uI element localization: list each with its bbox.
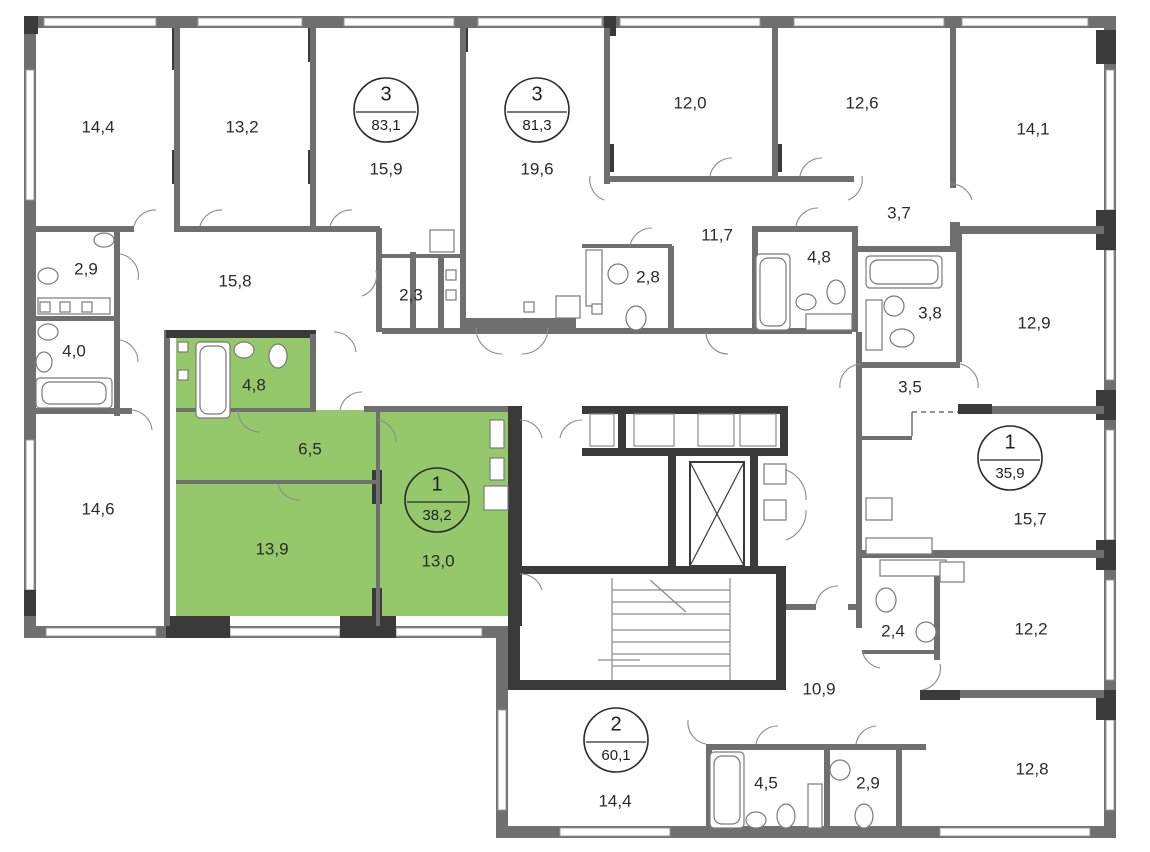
room-area: 3,7 <box>887 203 911 222</box>
room-area: 15,9 <box>369 159 402 178</box>
room-area: 4,8 <box>807 247 831 266</box>
room-area: 2,4 <box>881 621 905 640</box>
apartment-badge[interactable]: 1 38,2 <box>404 467 470 533</box>
room-area: 4,0 <box>62 341 86 360</box>
room-area: 4,8 <box>242 375 266 394</box>
room-area: 12,6 <box>845 93 878 112</box>
apartment-area: 81,3 <box>522 117 551 134</box>
room-area: 3,5 <box>898 377 922 396</box>
apartment-rooms: 3 <box>380 83 391 105</box>
apartment-area: 35,9 <box>995 465 1024 482</box>
apartment-rooms: 3 <box>531 83 542 105</box>
sanitary-fixtures <box>35 229 965 829</box>
room-area: 2,3 <box>399 285 423 304</box>
room-area: 6,5 <box>298 439 322 458</box>
room-area: 12,9 <box>1017 313 1050 332</box>
room-area: 13,9 <box>255 539 288 558</box>
room-area: 15,7 <box>1013 509 1046 528</box>
apartment-area: 38,2 <box>422 507 451 524</box>
apartment-rooms: 1 <box>1004 431 1015 453</box>
room-area: 14,4 <box>81 117 114 136</box>
apartment-area: 60,1 <box>601 747 630 764</box>
apartment-badge[interactable]: 3 83,1 <box>353 77 419 143</box>
apartment-area: 83,1 <box>371 117 400 134</box>
room-area: 13,0 <box>421 551 454 570</box>
room-area: 2,9 <box>74 259 98 278</box>
room-labels: 14,4 13,2 15,9 19,6 12,0 12,6 14,1 2,9 1… <box>62 93 1050 810</box>
door-swings <box>119 157 979 745</box>
room-area: 19,6 <box>520 159 553 178</box>
room-area: 12,8 <box>1015 759 1048 778</box>
room-area: 12,0 <box>673 93 706 112</box>
room-area: 12,2 <box>1014 619 1047 638</box>
room-area: 15,8 <box>218 271 251 290</box>
room-area: 3,8 <box>918 303 942 322</box>
interior-walls <box>36 28 1104 838</box>
highlighted-apartment[interactable] <box>176 336 510 616</box>
apartment-rooms: 2 <box>610 713 621 735</box>
room-area: 11,7 <box>701 225 733 244</box>
staircase <box>598 578 731 680</box>
room-area: 2,9 <box>856 773 880 792</box>
apartment-badge[interactable]: 2 60,1 <box>583 707 649 773</box>
elevator-shaft <box>589 413 777 567</box>
apartment-rooms: 1 <box>431 473 442 495</box>
room-area: 14,4 <box>598 791 631 810</box>
room-area: 13,2 <box>225 117 258 136</box>
apartment-badge[interactable]: 3 81,3 <box>504 77 570 143</box>
apartment-badge[interactable]: 1 35,9 <box>977 425 1043 491</box>
room-area: 2,8 <box>636 267 660 286</box>
room-area: 14,6 <box>81 499 114 518</box>
room-area: 10,9 <box>802 679 835 698</box>
room-area: 14,1 <box>1016 119 1049 138</box>
room-area: 4,5 <box>754 773 778 792</box>
